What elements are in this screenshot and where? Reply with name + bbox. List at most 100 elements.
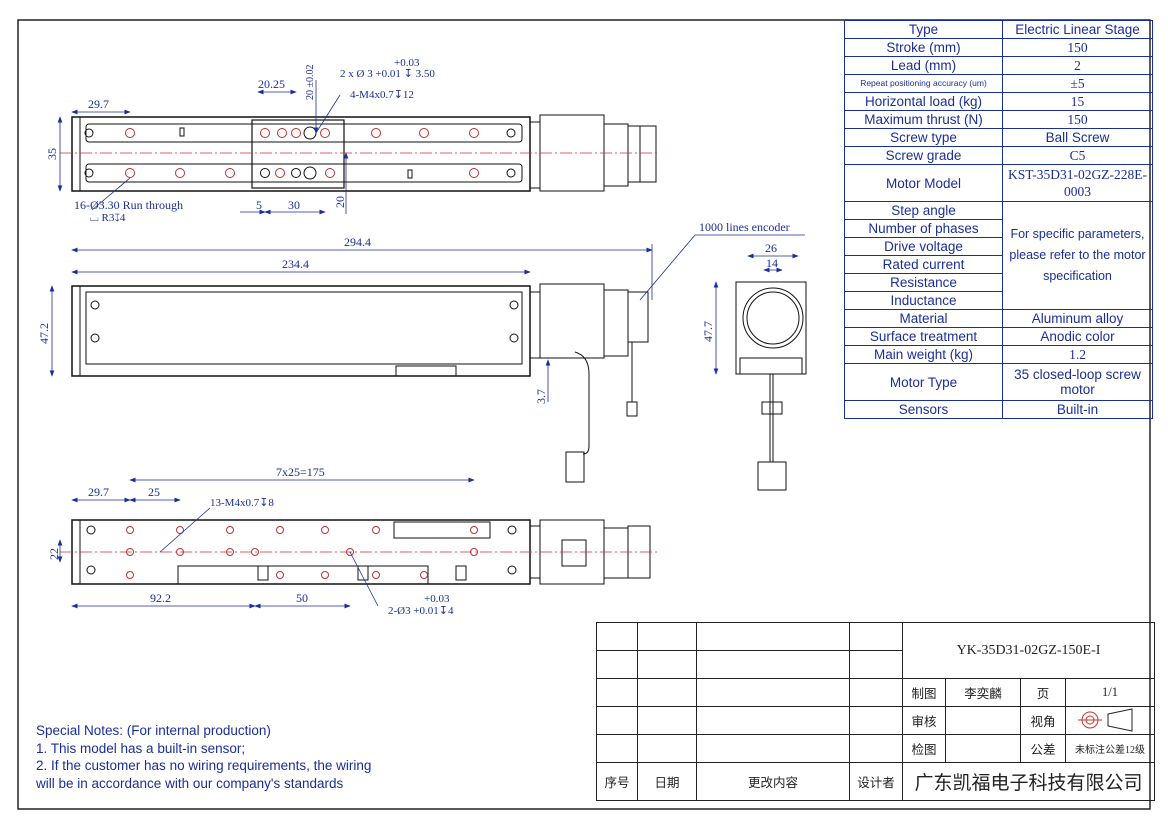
- review-label: 审核: [902, 706, 946, 735]
- dim-30: 30: [288, 198, 300, 212]
- title-block: YK-35D31-02GZ-150E-I 制图 李奕麟 页 1/1 审核 视角 …: [596, 622, 1155, 801]
- col-change: 更改内容: [696, 762, 850, 801]
- spec-row: Maximum thrust (N)150: [844, 110, 1153, 129]
- dim-29-7-top: 29.7: [88, 97, 109, 111]
- spec-row: Rated current: [844, 255, 1153, 274]
- dim-20-25: 20.25: [258, 77, 285, 91]
- spec-row: Stroke (mm)150: [844, 38, 1153, 57]
- spec-row: Inductance: [844, 291, 1153, 310]
- spec-value: ±5: [1002, 74, 1153, 93]
- drawn-name: 李奕麟: [945, 678, 1021, 707]
- page-value: 1/1: [1065, 678, 1155, 707]
- end-view-dims: [695, 234, 805, 375]
- spec-row: Resistance: [844, 273, 1153, 292]
- dim-47-7: 47.7: [701, 321, 715, 342]
- spec-value: 150: [1002, 110, 1153, 129]
- dim-r3: ⌴ R3↧4: [90, 212, 126, 224]
- spec-value: KST-35D31-02GZ-228E-0003: [1002, 164, 1153, 202]
- check-label: 检图: [902, 734, 946, 763]
- spec-value: 150: [1002, 38, 1153, 57]
- spec-key: Motor Type: [844, 363, 1003, 401]
- dim-47-2: 47.2: [37, 323, 51, 344]
- bottom-view: [60, 519, 660, 585]
- special-notes: Special Notes: (For internal production)…: [36, 722, 371, 792]
- spec-key: Motor Model: [844, 164, 1003, 202]
- tol-label: 公差: [1020, 734, 1066, 763]
- spec-key: Repeat positioning accuracy (um): [844, 74, 1003, 93]
- spec-key: Main weight (kg): [844, 345, 1003, 364]
- note-line: 2. If the customer has no wiring require…: [36, 758, 372, 773]
- spec-key: Resistance: [844, 273, 1003, 292]
- side-view-dims: [49, 234, 696, 402]
- dim-bot-tol-upper: +0.03: [424, 593, 450, 605]
- spec-row: Horizontal load (kg)15: [844, 92, 1153, 111]
- dim-run-through: 16-Ø3.30 Run through: [74, 198, 183, 212]
- dim-7x25: 7x25=175: [276, 465, 325, 479]
- spec-value: Electric Linear Stage: [1002, 20, 1153, 39]
- dim-top-tol-upper: +0.03: [394, 57, 420, 69]
- dim-234-4: 234.4: [282, 257, 309, 271]
- page-label: 页: [1020, 678, 1066, 707]
- dim-35: 35: [45, 148, 59, 160]
- spec-key: Maximum thrust (N): [844, 110, 1003, 129]
- spec-key: Horizontal load (kg): [844, 92, 1003, 111]
- spec-key: Rated current: [844, 255, 1003, 274]
- spec-value: Anodic color: [1002, 327, 1153, 346]
- top-view-dims: [57, 80, 349, 215]
- col-designer: 设计者: [849, 762, 903, 801]
- spec-key: Material: [844, 309, 1003, 328]
- spec-value: Ball Screw: [1002, 128, 1153, 147]
- spec-key: Screw type: [844, 128, 1003, 147]
- spec-row: Lead (mm)2: [844, 56, 1153, 75]
- spec-value: 1.2: [1002, 345, 1153, 364]
- spec-key: Number of phases: [844, 219, 1003, 238]
- spec-value: Built-in: [1002, 400, 1153, 419]
- dim-13-m4: 13-M4x0.7↧8: [210, 497, 274, 509]
- dim-m4-top: 4-M4x0.7↧12: [350, 89, 414, 101]
- tol-value: 未标注公差12级: [1065, 734, 1155, 763]
- drawn-label: 制图: [902, 678, 946, 707]
- spec-key: Stroke (mm): [844, 38, 1003, 57]
- dim-5: 5: [256, 198, 262, 212]
- end-view: [735, 281, 807, 491]
- view-label: 视角: [1020, 706, 1066, 735]
- top-view: [60, 114, 660, 192]
- spec-key: Screw grade: [844, 146, 1003, 165]
- note-line: 1. This model has a built-in sensor;: [36, 740, 246, 756]
- dim-29-7-bot: 29.7: [88, 485, 109, 499]
- spec-key: Surface treatment: [844, 327, 1003, 346]
- dim-22: 22: [47, 548, 61, 560]
- dim-25: 25: [148, 485, 160, 499]
- note-line: will be in accordance with our company's…: [36, 775, 344, 791]
- spec-row: Repeat positioning accuracy (um)±5: [844, 74, 1153, 93]
- col-date: 日期: [637, 762, 697, 801]
- encoder-label: 1000 lines encoder: [699, 220, 790, 234]
- spec-row: Main weight (kg)1.2: [844, 345, 1153, 364]
- spec-key: Drive voltage: [844, 237, 1003, 256]
- bottom-view-dims: [57, 477, 475, 609]
- model-number: YK-35D31-02GZ-150E-I: [902, 622, 1155, 679]
- dim-14: 14: [766, 256, 778, 270]
- col-no: 序号: [596, 762, 638, 801]
- spec-value: C5: [1002, 146, 1153, 165]
- dim-50: 50: [296, 591, 308, 605]
- dim-3-7: 3.7: [534, 389, 548, 404]
- spec-value: 2: [1002, 56, 1153, 75]
- dim-92-2: 92.2: [150, 591, 171, 605]
- dim-bot-2holes: 2-Ø3 +0.01↧4: [388, 605, 454, 617]
- dim-294-4: 294.4: [344, 235, 371, 249]
- spec-key: Inductance: [844, 291, 1003, 310]
- note-line: Special Notes: (For internal production): [36, 723, 271, 738]
